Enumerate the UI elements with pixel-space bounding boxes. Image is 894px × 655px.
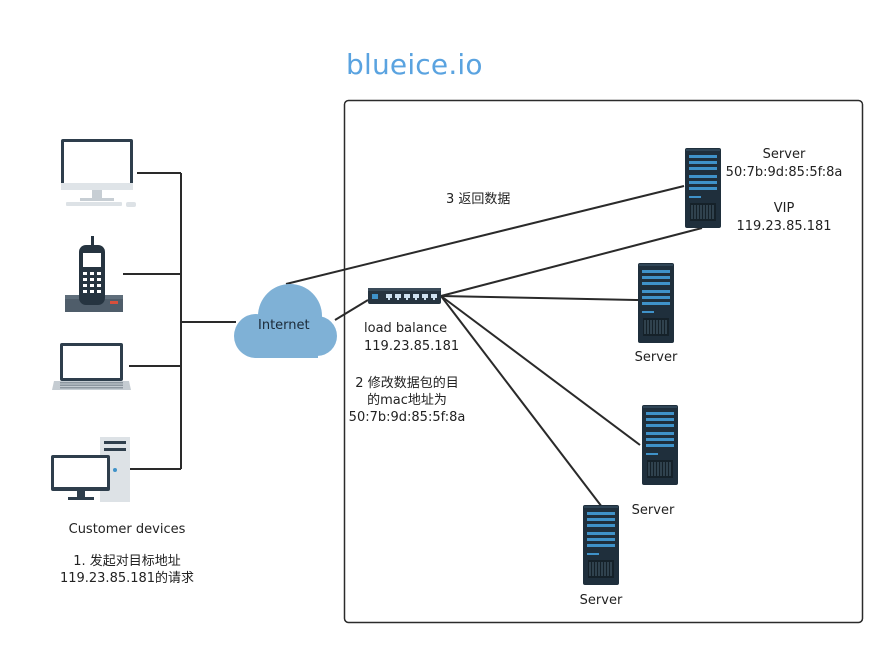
step1-line2: 119.23.85.181的请求 [59, 571, 195, 586]
server-label-1: Server [634, 350, 678, 365]
customer-devices-label: Customer devices [68, 522, 186, 537]
internet-label: Internet [258, 318, 310, 333]
vip-ip: 119.23.85.181 [736, 219, 832, 234]
workstation-icon [51, 437, 130, 502]
return-path-line [285, 185, 685, 285]
load-balancer-ip: 119.23.85.181 [364, 339, 460, 354]
laptop-icon [52, 343, 131, 390]
load-balancer-switch-icon [368, 288, 441, 304]
active-server-label: Server [762, 147, 806, 162]
lb-fanout-links [440, 227, 703, 508]
client-wiring [123, 172, 236, 470]
desktop-monitor-icon [61, 139, 136, 207]
step3-label: 3 返回数据 [446, 192, 511, 207]
brand-title: blueice.io [346, 48, 483, 81]
server-icon-2 [641, 404, 679, 486]
server-icon-3 [582, 504, 620, 586]
server-icon-1 [637, 262, 675, 344]
vip-label: VIP [773, 201, 795, 216]
server-label-3: Server [579, 593, 623, 608]
load-balancer-name: load balance [364, 321, 448, 336]
step1-line1: 1. 发起对目标地址 [73, 554, 181, 569]
step2-line3: 50:7b:9d:85:5f:8a [348, 410, 466, 425]
server-active-icon [684, 147, 722, 229]
active-server-mac: 50:7b:9d:85:5f:8a [725, 165, 843, 180]
cloud-to-lb-link [334, 299, 369, 321]
step2-line2: 的mac地址为 [367, 393, 447, 408]
server-label-2: Server [631, 503, 675, 518]
step2-line1: 2 修改数据包的目 [355, 376, 459, 391]
internet-cloud [234, 284, 337, 358]
phone-icon [65, 236, 123, 312]
server-room-boundary [343, 99, 864, 624]
